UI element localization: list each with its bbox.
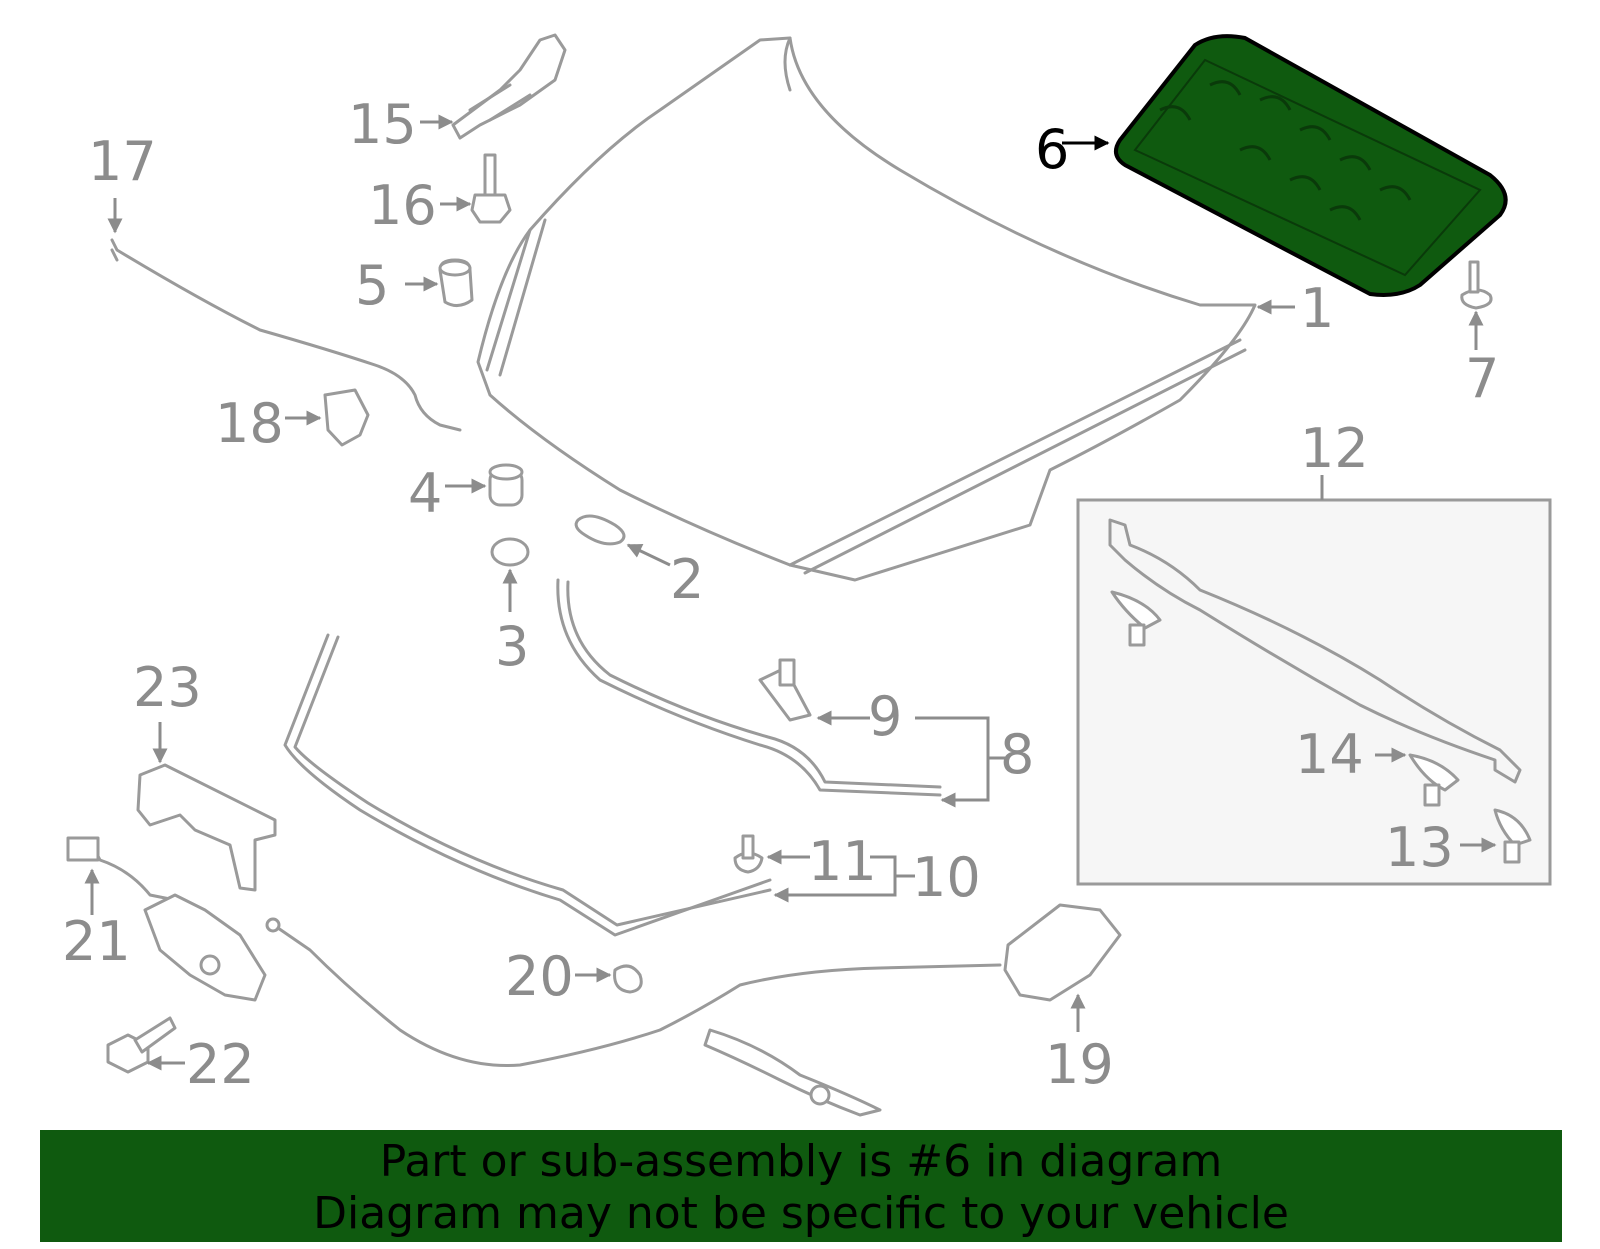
release-cable-part-19 xyxy=(265,903,1122,1117)
callout-23: 23 xyxy=(133,656,202,719)
callout-3: 3 xyxy=(495,615,529,678)
clip-part-20 xyxy=(613,964,643,994)
callout-6: 6 xyxy=(1035,118,1069,181)
prop-cable-part-17 xyxy=(110,238,462,432)
inset-seal-part-12 xyxy=(1108,518,1522,784)
clip-part-13 xyxy=(1493,808,1532,864)
hood-insulator-part xyxy=(1114,34,1508,297)
callout-15: 15 xyxy=(348,93,417,156)
hood-part xyxy=(476,36,1257,582)
callout-21: 21 xyxy=(62,910,131,973)
bolt-part-22 xyxy=(106,1016,177,1074)
hood-latch-part-21 xyxy=(66,836,267,1002)
callout-14: 14 xyxy=(1295,723,1364,786)
callout-20: 20 xyxy=(505,945,574,1008)
banner-line-2: Diagram may not be specific to your vehi… xyxy=(313,1188,1289,1239)
callout-19: 19 xyxy=(1045,1033,1114,1096)
callout-10: 10 xyxy=(912,846,981,909)
callout-5: 5 xyxy=(355,254,389,317)
callout-7: 7 xyxy=(1465,347,1499,410)
bracket-part-18 xyxy=(323,388,370,447)
clip-part-7 xyxy=(1460,260,1493,310)
hinge-part-15 xyxy=(451,33,567,140)
bolt-part-16 xyxy=(470,153,512,224)
callout-8: 8 xyxy=(1000,723,1034,786)
washer-part-3 xyxy=(490,537,530,567)
callout-1: 1 xyxy=(1300,277,1334,340)
clip-part-14 xyxy=(1408,753,1460,807)
callout-11: 11 xyxy=(808,830,877,893)
callout-12: 12 xyxy=(1300,417,1369,480)
callout-9: 9 xyxy=(868,685,902,748)
callout-13: 13 xyxy=(1385,816,1454,879)
info-banner: Part or sub-assembly is #6 in diagram Di… xyxy=(40,1130,1562,1242)
inset-box-12 xyxy=(1076,498,1552,886)
banner-line-1: Part or sub-assembly is #6 in diagram xyxy=(379,1136,1223,1187)
callout-16: 16 xyxy=(368,174,437,237)
bracket-part-23 xyxy=(136,763,277,892)
callout-17: 17 xyxy=(88,130,157,193)
seal-part-8 xyxy=(556,578,942,797)
weatherstrip-part-10 xyxy=(283,633,772,937)
cap-part-5 xyxy=(438,258,474,307)
clip-part-12-extra xyxy=(1110,590,1162,647)
clip-part-11 xyxy=(733,834,764,874)
bumper-part-4 xyxy=(488,463,524,507)
callout-2: 2 xyxy=(670,548,704,611)
callout-4: 4 xyxy=(408,462,442,525)
callout-18: 18 xyxy=(215,392,284,455)
callout-22: 22 xyxy=(186,1033,255,1096)
grommet-part-2 xyxy=(574,514,626,546)
clip-part-9 xyxy=(758,658,812,722)
